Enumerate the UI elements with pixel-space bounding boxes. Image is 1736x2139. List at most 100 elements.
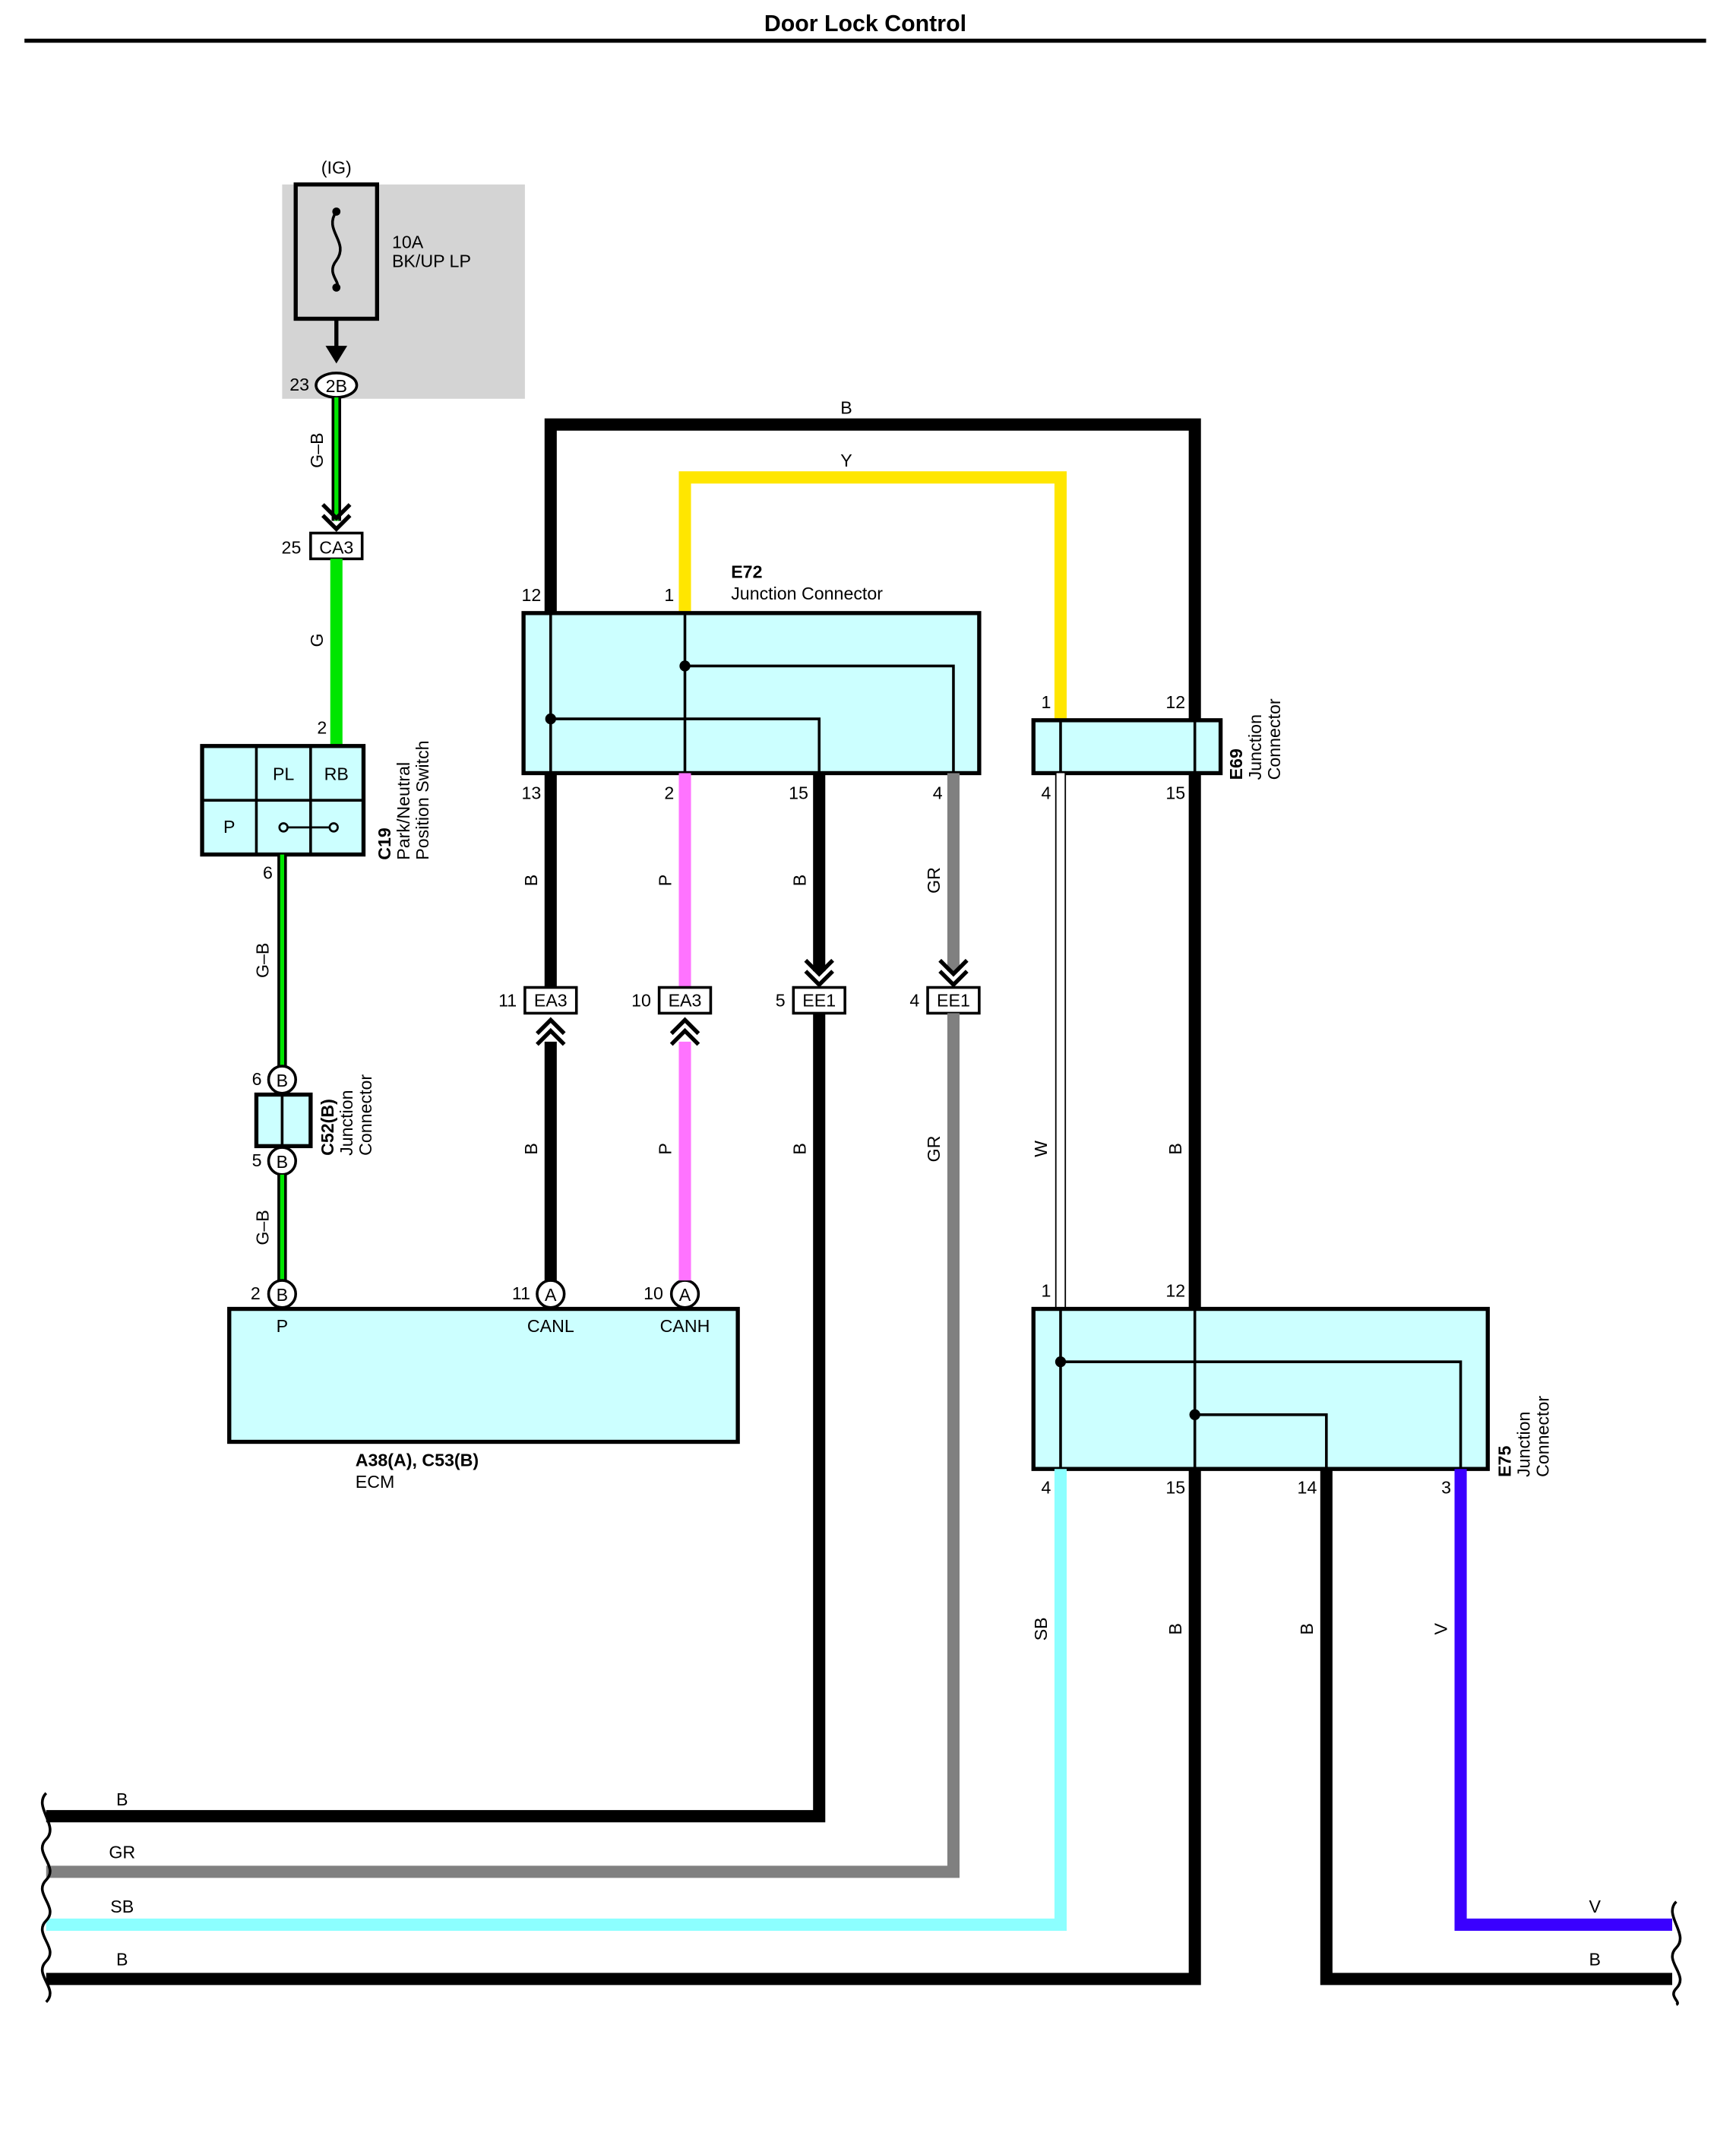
c52-name-1: Junction xyxy=(337,1090,356,1155)
wire-label-ee1-gr: GR xyxy=(924,1136,944,1163)
c52-pin-bottom: 5 xyxy=(252,1150,262,1170)
ecm-letter-p: B xyxy=(277,1285,288,1305)
c19-pin-top: 2 xyxy=(317,718,327,738)
e72-pin-4: 4 xyxy=(933,783,943,802)
e75-pin-3: 3 xyxy=(1441,1477,1451,1497)
wire-v-right xyxy=(1454,1469,1673,1931)
wire-label-top-b: B xyxy=(840,397,852,417)
c19-name-1: Park/Neutral xyxy=(394,762,413,860)
ea3-11-arrow-icon xyxy=(536,1017,566,1046)
e75-pin-1: 1 xyxy=(1042,1280,1051,1300)
e75-pin-15: 15 xyxy=(1165,1477,1185,1497)
e69-code: E69 xyxy=(1226,748,1246,780)
fuse-connector-label: 2B xyxy=(326,376,347,396)
c52-letter-bottom: B xyxy=(277,1152,288,1172)
c19-pin-bottom: 6 xyxy=(263,863,273,883)
ecm-pin-canl: 11 xyxy=(512,1283,530,1303)
e75-name-2: Connector xyxy=(1533,1396,1553,1477)
fuse-terminal-top xyxy=(332,207,341,216)
wire-b-top-loop xyxy=(544,418,1201,720)
e72-pin-12: 12 xyxy=(522,585,542,605)
wire-label-e72-p2: P xyxy=(656,875,675,886)
wire-label-e72-gr4: GR xyxy=(924,867,944,894)
wire-label-gb-1: G–B xyxy=(307,432,327,467)
wire-label-e75-b14: B xyxy=(1297,1623,1317,1634)
wire-label-bottom-b2: B xyxy=(116,1950,128,1970)
ea3-10-arrow-icon xyxy=(669,1017,700,1046)
ea3-10-connector xyxy=(657,986,713,1015)
c19-cell-p: P xyxy=(223,817,235,837)
e72-pin-2: 2 xyxy=(664,783,674,802)
wire-label-e75-b15: B xyxy=(1165,1623,1185,1634)
ca3-arrow-icon xyxy=(321,503,352,532)
e72-name: Junction Connector xyxy=(731,584,883,603)
ee1-4-connector xyxy=(926,986,981,1015)
wire-label-bottom-gr: GR xyxy=(109,1842,135,1862)
c52-pin-top: 6 xyxy=(252,1069,262,1089)
e75-splice-w xyxy=(1055,1356,1067,1368)
e72-pin-15: 15 xyxy=(789,783,808,802)
c19-cell-pl: PL xyxy=(273,764,294,783)
wire-label-gb-3: G–B xyxy=(253,1210,273,1245)
e69-connector xyxy=(1031,718,1223,776)
e69-pin-4: 4 xyxy=(1042,783,1051,802)
ea3-10-label: EA3 xyxy=(669,990,702,1010)
fuse-name: BK/UP LP xyxy=(392,252,471,271)
ee1-4-pin: 4 xyxy=(909,990,919,1010)
ecm-pin-canh: 10 xyxy=(643,1283,663,1303)
e75-connector xyxy=(1031,1306,1490,1471)
ecm-name: ECM xyxy=(356,1472,395,1492)
ca3-pin: 25 xyxy=(282,537,302,557)
wire-label-top-y: Y xyxy=(840,451,852,470)
wire-label-right-b: B xyxy=(1589,1950,1601,1970)
ee1-4-label: EE1 xyxy=(937,990,970,1010)
ea3-11-label: EA3 xyxy=(534,990,568,1010)
ca3-label: CA3 xyxy=(319,537,353,557)
e72-connector xyxy=(521,611,982,776)
e72-pin-13: 13 xyxy=(522,783,542,802)
ecm-terminal-p xyxy=(267,1279,298,1309)
wire-label-e72-b15: B xyxy=(789,875,809,886)
e75-code: E75 xyxy=(1495,1446,1515,1477)
fuse-arrow-icon xyxy=(325,346,348,364)
wire-label-ee1-b: B xyxy=(789,1143,809,1154)
e72-internal-bus xyxy=(549,612,955,774)
fuse-pin: 23 xyxy=(289,375,309,394)
page-title: Door Lock Control xyxy=(764,11,966,36)
c19-code: C19 xyxy=(375,827,394,860)
e75-internal-bus xyxy=(1059,1308,1462,1470)
ea3-11-connector xyxy=(523,986,578,1015)
e69-pin-12: 12 xyxy=(1165,692,1185,712)
wire-label-bottom-b1: B xyxy=(116,1789,128,1809)
wire-label-right-v: V xyxy=(1589,1897,1602,1916)
e69-name-1: Junction xyxy=(1245,714,1265,780)
ecm-code: A38(A), C53(B) xyxy=(356,1451,479,1470)
fuse-terminal-bottom xyxy=(332,283,341,292)
e75-splice-b xyxy=(1189,1409,1200,1420)
ee1-5-arrow-icon xyxy=(804,958,834,988)
wire-label-gb-2: G–B xyxy=(253,943,273,978)
c19-name-2: Position Switch xyxy=(413,740,432,859)
wire-sb-bottom xyxy=(46,1469,1067,1931)
fuse-element-icon xyxy=(330,210,342,289)
fuse-box-shade xyxy=(282,184,525,399)
e72-splice-b xyxy=(545,713,556,725)
c52-code: C52(B) xyxy=(318,1099,337,1156)
wire-gr-bottom xyxy=(46,1013,960,1878)
wire-label-e72-b13: B xyxy=(521,875,541,886)
e69-pin-15: 15 xyxy=(1165,783,1185,802)
e69-pin-1: 1 xyxy=(1042,692,1051,712)
wire-label-g: G xyxy=(307,634,327,647)
e75-pin-12: 12 xyxy=(1165,1280,1185,1300)
wire-b-bottom-2 xyxy=(46,1469,1201,1986)
ecm-letter-canl: A xyxy=(545,1285,557,1305)
e72-splice-y xyxy=(679,660,691,672)
wire-label-ecm-b: B xyxy=(521,1143,541,1154)
wire-label-e69-b: B xyxy=(1165,1143,1185,1154)
ecm-pin-p: 2 xyxy=(251,1283,261,1303)
e75-name-1: Junction xyxy=(1514,1412,1534,1477)
e75-pin-14: 14 xyxy=(1298,1477,1317,1497)
c52-name-2: Connector xyxy=(356,1074,375,1156)
wire-b-bottom-1 xyxy=(46,1013,826,1823)
